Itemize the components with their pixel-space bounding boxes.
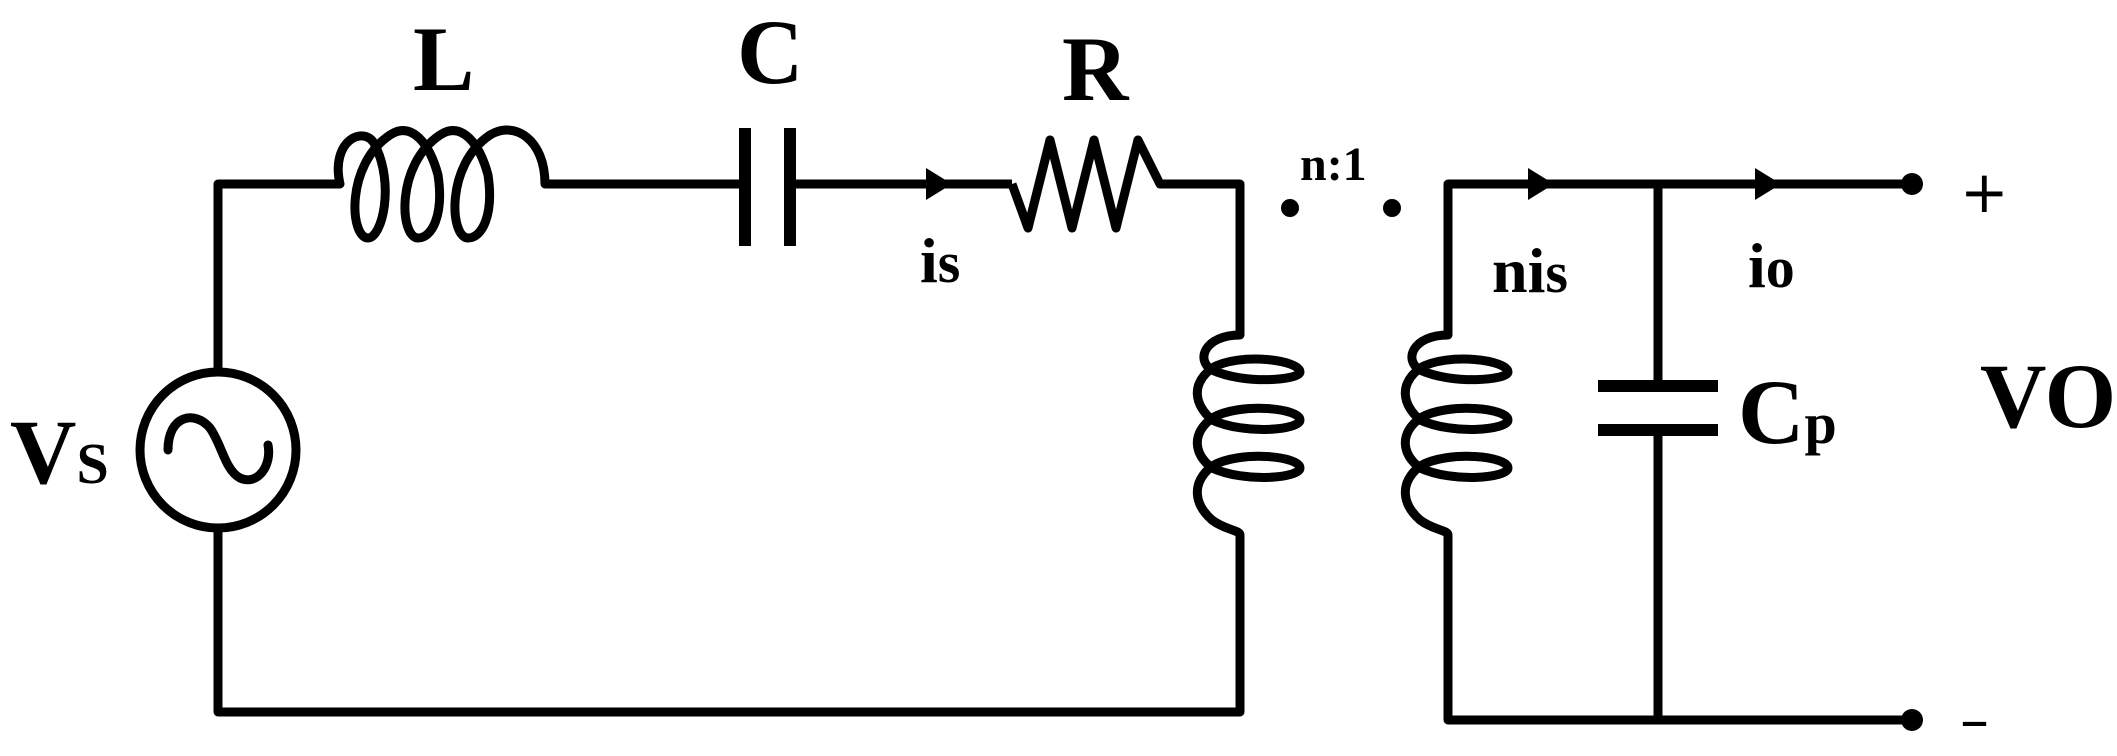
wire-resistor-to-primary xyxy=(1178,179,1245,335)
capacitor-label: C xyxy=(737,1,803,103)
current-io-label: io xyxy=(1748,230,1795,301)
ac-voltage-source xyxy=(135,367,301,533)
output-terminal-positive xyxy=(1901,173,1923,195)
current-arrow-is xyxy=(926,168,952,200)
transformer-secondary-coil xyxy=(1400,330,1513,540)
plus-sign: + xyxy=(1960,158,2009,226)
parallel-cap-label: Cp xyxy=(1738,361,1837,463)
current-is-label: is xyxy=(920,225,960,296)
wire-bottom xyxy=(213,527,1245,717)
resistor-label: R xyxy=(1062,18,1130,120)
wire-left-top xyxy=(213,179,340,372)
secondary-wires xyxy=(1443,179,1912,725)
source-label: VS xyxy=(10,401,109,503)
series-capacitor xyxy=(739,128,796,246)
primary-wires xyxy=(213,179,1245,717)
wire-secondary-top xyxy=(1443,179,1912,335)
transformer-primary-coil xyxy=(1192,330,1305,540)
inductor-coil xyxy=(333,125,550,243)
resistor-zigzag xyxy=(1007,135,1178,233)
inductor-label: L xyxy=(413,8,474,110)
parallel-capacitor xyxy=(1598,380,1718,436)
output-terminal-negative xyxy=(1901,709,1923,731)
polarity-dot-secondary xyxy=(1383,199,1401,217)
turns-ratio-label: n:1 xyxy=(1300,138,1367,191)
output-voltage-label: VO xyxy=(1980,345,2116,447)
current-nis-label: nis xyxy=(1492,235,1568,306)
polarity-dot-primary xyxy=(1281,199,1299,217)
wire-secondary-bottom xyxy=(1443,535,1912,725)
sine-wave-icon xyxy=(163,413,274,485)
minus-sign: – xyxy=(1960,686,1989,754)
